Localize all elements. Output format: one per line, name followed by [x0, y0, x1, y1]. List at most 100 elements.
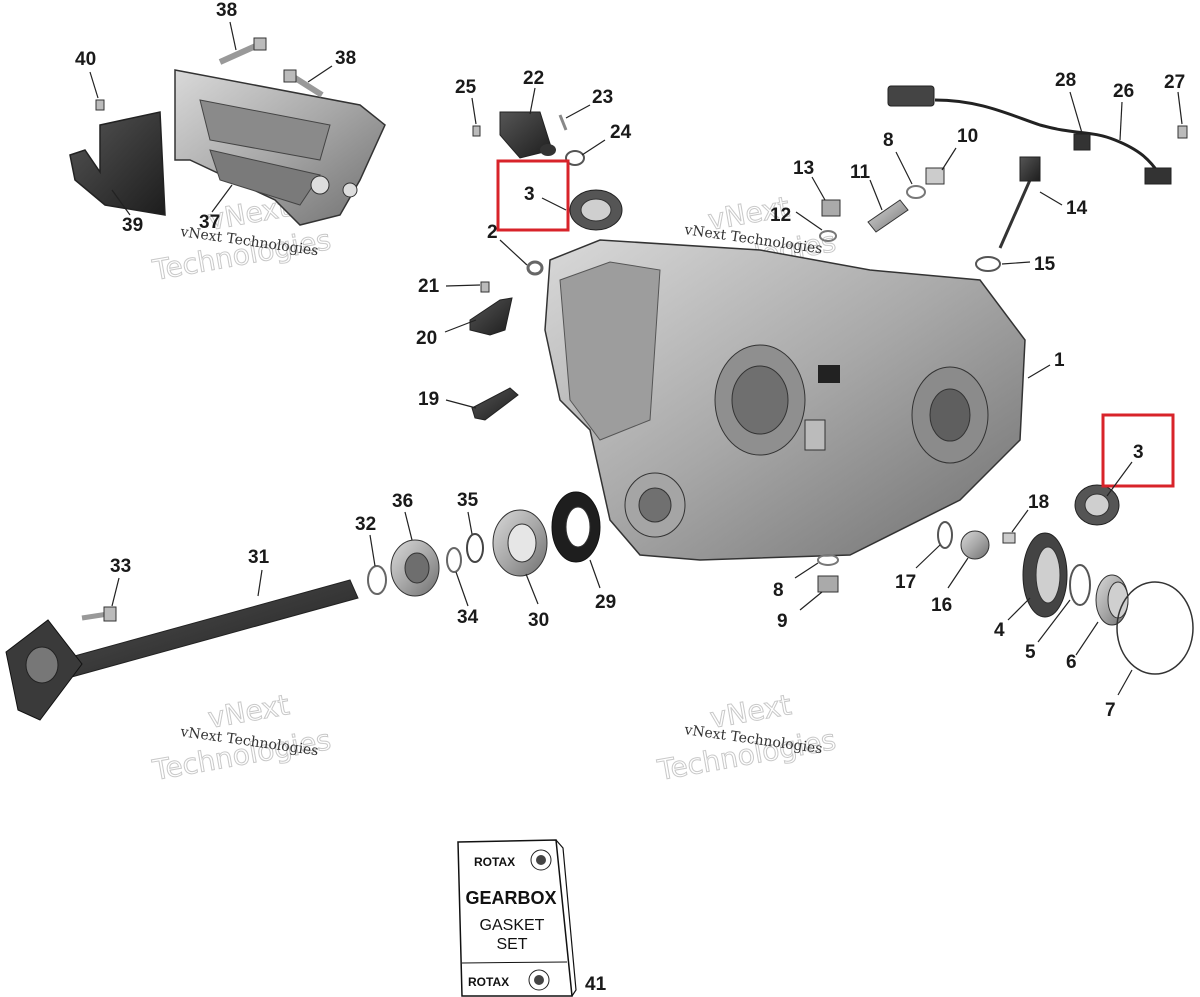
leader-lines [89, 21, 1183, 696]
callout-33: 33 [110, 556, 131, 577]
pin-part-18 [1002, 532, 1016, 544]
seal-part-29 [551, 491, 601, 563]
oring-part-7 [1116, 581, 1194, 675]
callout-4: 4 [994, 620, 1005, 641]
bracket-part-37 [174, 69, 386, 226]
kit-title: GEARBOX [465, 888, 556, 908]
callout-35: 35 [457, 490, 479, 511]
sensor-part-19 [471, 387, 519, 421]
callout-27: 27 [1164, 72, 1185, 93]
callout-21: 21 [418, 276, 440, 297]
bearing-part-36 [390, 539, 440, 597]
bolt-part-25 [472, 125, 481, 137]
callout-9: 9 [777, 611, 788, 632]
plug-part-10 [925, 167, 945, 185]
callout-38b: 38 [335, 48, 356, 69]
oring-part-15 [975, 256, 1001, 272]
bolt-part-38a [218, 37, 267, 65]
bolt-part-27 [1177, 125, 1188, 139]
bracket-part-20 [469, 297, 513, 336]
sensor-part-22 [499, 111, 556, 159]
plug-part-9 [817, 575, 839, 593]
clip-part-28 [1073, 133, 1091, 151]
piston-part-11 [867, 199, 909, 233]
plug-part-13 [821, 199, 841, 217]
callout-16: 16 [931, 595, 952, 616]
bearing-part-6 [1095, 574, 1129, 626]
callout-31: 31 [248, 547, 270, 568]
gear-logo-icon-center [534, 975, 544, 985]
pin-part-23 [558, 114, 568, 131]
seal-part-30 [492, 509, 548, 577]
callout-labels: 1 2 3 3 4 5 6 7 8 8 9 10 11 12 13 14 15 … [75, 0, 1185, 995]
bolt-part-21 [480, 281, 490, 293]
callout-29: 29 [595, 592, 616, 613]
callout-2: 2 [487, 222, 498, 243]
callout-32: 32 [355, 514, 376, 535]
kit-brand-bottom: ROTAX [468, 975, 509, 989]
plate-part-39 [69, 111, 166, 216]
ring-part-5 [1069, 564, 1091, 606]
callout-8-bottom: 8 [773, 580, 784, 601]
ring-part-34 [446, 547, 462, 573]
watermark-bottom-center: vNext Technologies vNext Technologies [654, 688, 839, 788]
bolt-part-38b [283, 69, 324, 98]
callout-6: 6 [1066, 652, 1077, 673]
callout-15: 15 [1034, 254, 1056, 275]
callout-24: 24 [610, 122, 632, 143]
washer-part-2 [526, 260, 544, 276]
gear-part-16 [960, 530, 990, 560]
circlip-part-35 [466, 533, 484, 563]
callout-17: 17 [895, 572, 916, 593]
kit-brand-top: ROTAX [474, 855, 515, 869]
shaft-part-31 [5, 579, 359, 721]
callout-41: 41 [585, 974, 607, 995]
callout-28: 28 [1055, 70, 1076, 91]
seal-part-4 [1022, 532, 1068, 618]
bolt-part-33 [81, 606, 117, 622]
oring-part-8-top [906, 185, 926, 199]
highlight-box-right [1101, 413, 1175, 488]
watermark-bottom-left: vNext Technologies vNext Technologies [149, 688, 334, 788]
dipstick-part-14 [998, 156, 1041, 249]
kit-line2: SET [496, 936, 527, 953]
harness-part-26 [887, 85, 1172, 185]
callout-10: 10 [957, 126, 978, 147]
callout-1: 1 [1054, 350, 1065, 371]
callout-40: 40 [75, 49, 96, 70]
callout-34: 34 [457, 607, 479, 628]
highlight-box-top [496, 159, 570, 232]
callout-11: 11 [850, 162, 871, 183]
washer-part-12 [819, 230, 837, 242]
seal-part-3-right [1074, 484, 1120, 526]
callout-18: 18 [1028, 492, 1049, 513]
ring-part-32 [367, 565, 387, 595]
callout-30: 30 [528, 610, 549, 631]
callout-23: 23 [592, 87, 613, 108]
watermark-line1: vNext [205, 688, 291, 735]
gasket-kit-card: ROTAX GEARBOX GASKET SET ROTAX [457, 839, 577, 997]
callout-36: 36 [392, 491, 413, 512]
callout-20: 20 [416, 328, 437, 349]
washer-part-8-bottom [817, 554, 839, 566]
callout-19: 19 [418, 389, 439, 410]
seal-part-3-top [569, 189, 623, 231]
callout-7: 7 [1105, 700, 1116, 721]
callout-8-top: 8 [883, 130, 894, 151]
callout-25: 25 [455, 77, 477, 98]
bolt-part-40 [95, 99, 105, 111]
callout-14: 14 [1066, 198, 1088, 219]
kit-line1: GASKET [480, 917, 545, 934]
oring-part-24 [565, 150, 585, 166]
callout-39: 39 [122, 215, 143, 236]
callout-12: 12 [770, 205, 791, 226]
callout-3-right: 3 [1133, 442, 1144, 463]
callout-3-top: 3 [524, 184, 535, 205]
callout-5: 5 [1025, 642, 1036, 663]
oring-part-17 [937, 521, 953, 549]
callout-13: 13 [793, 158, 814, 179]
gear-logo-icon-center [536, 855, 546, 865]
callout-22: 22 [523, 68, 544, 89]
callout-26: 26 [1113, 81, 1134, 102]
